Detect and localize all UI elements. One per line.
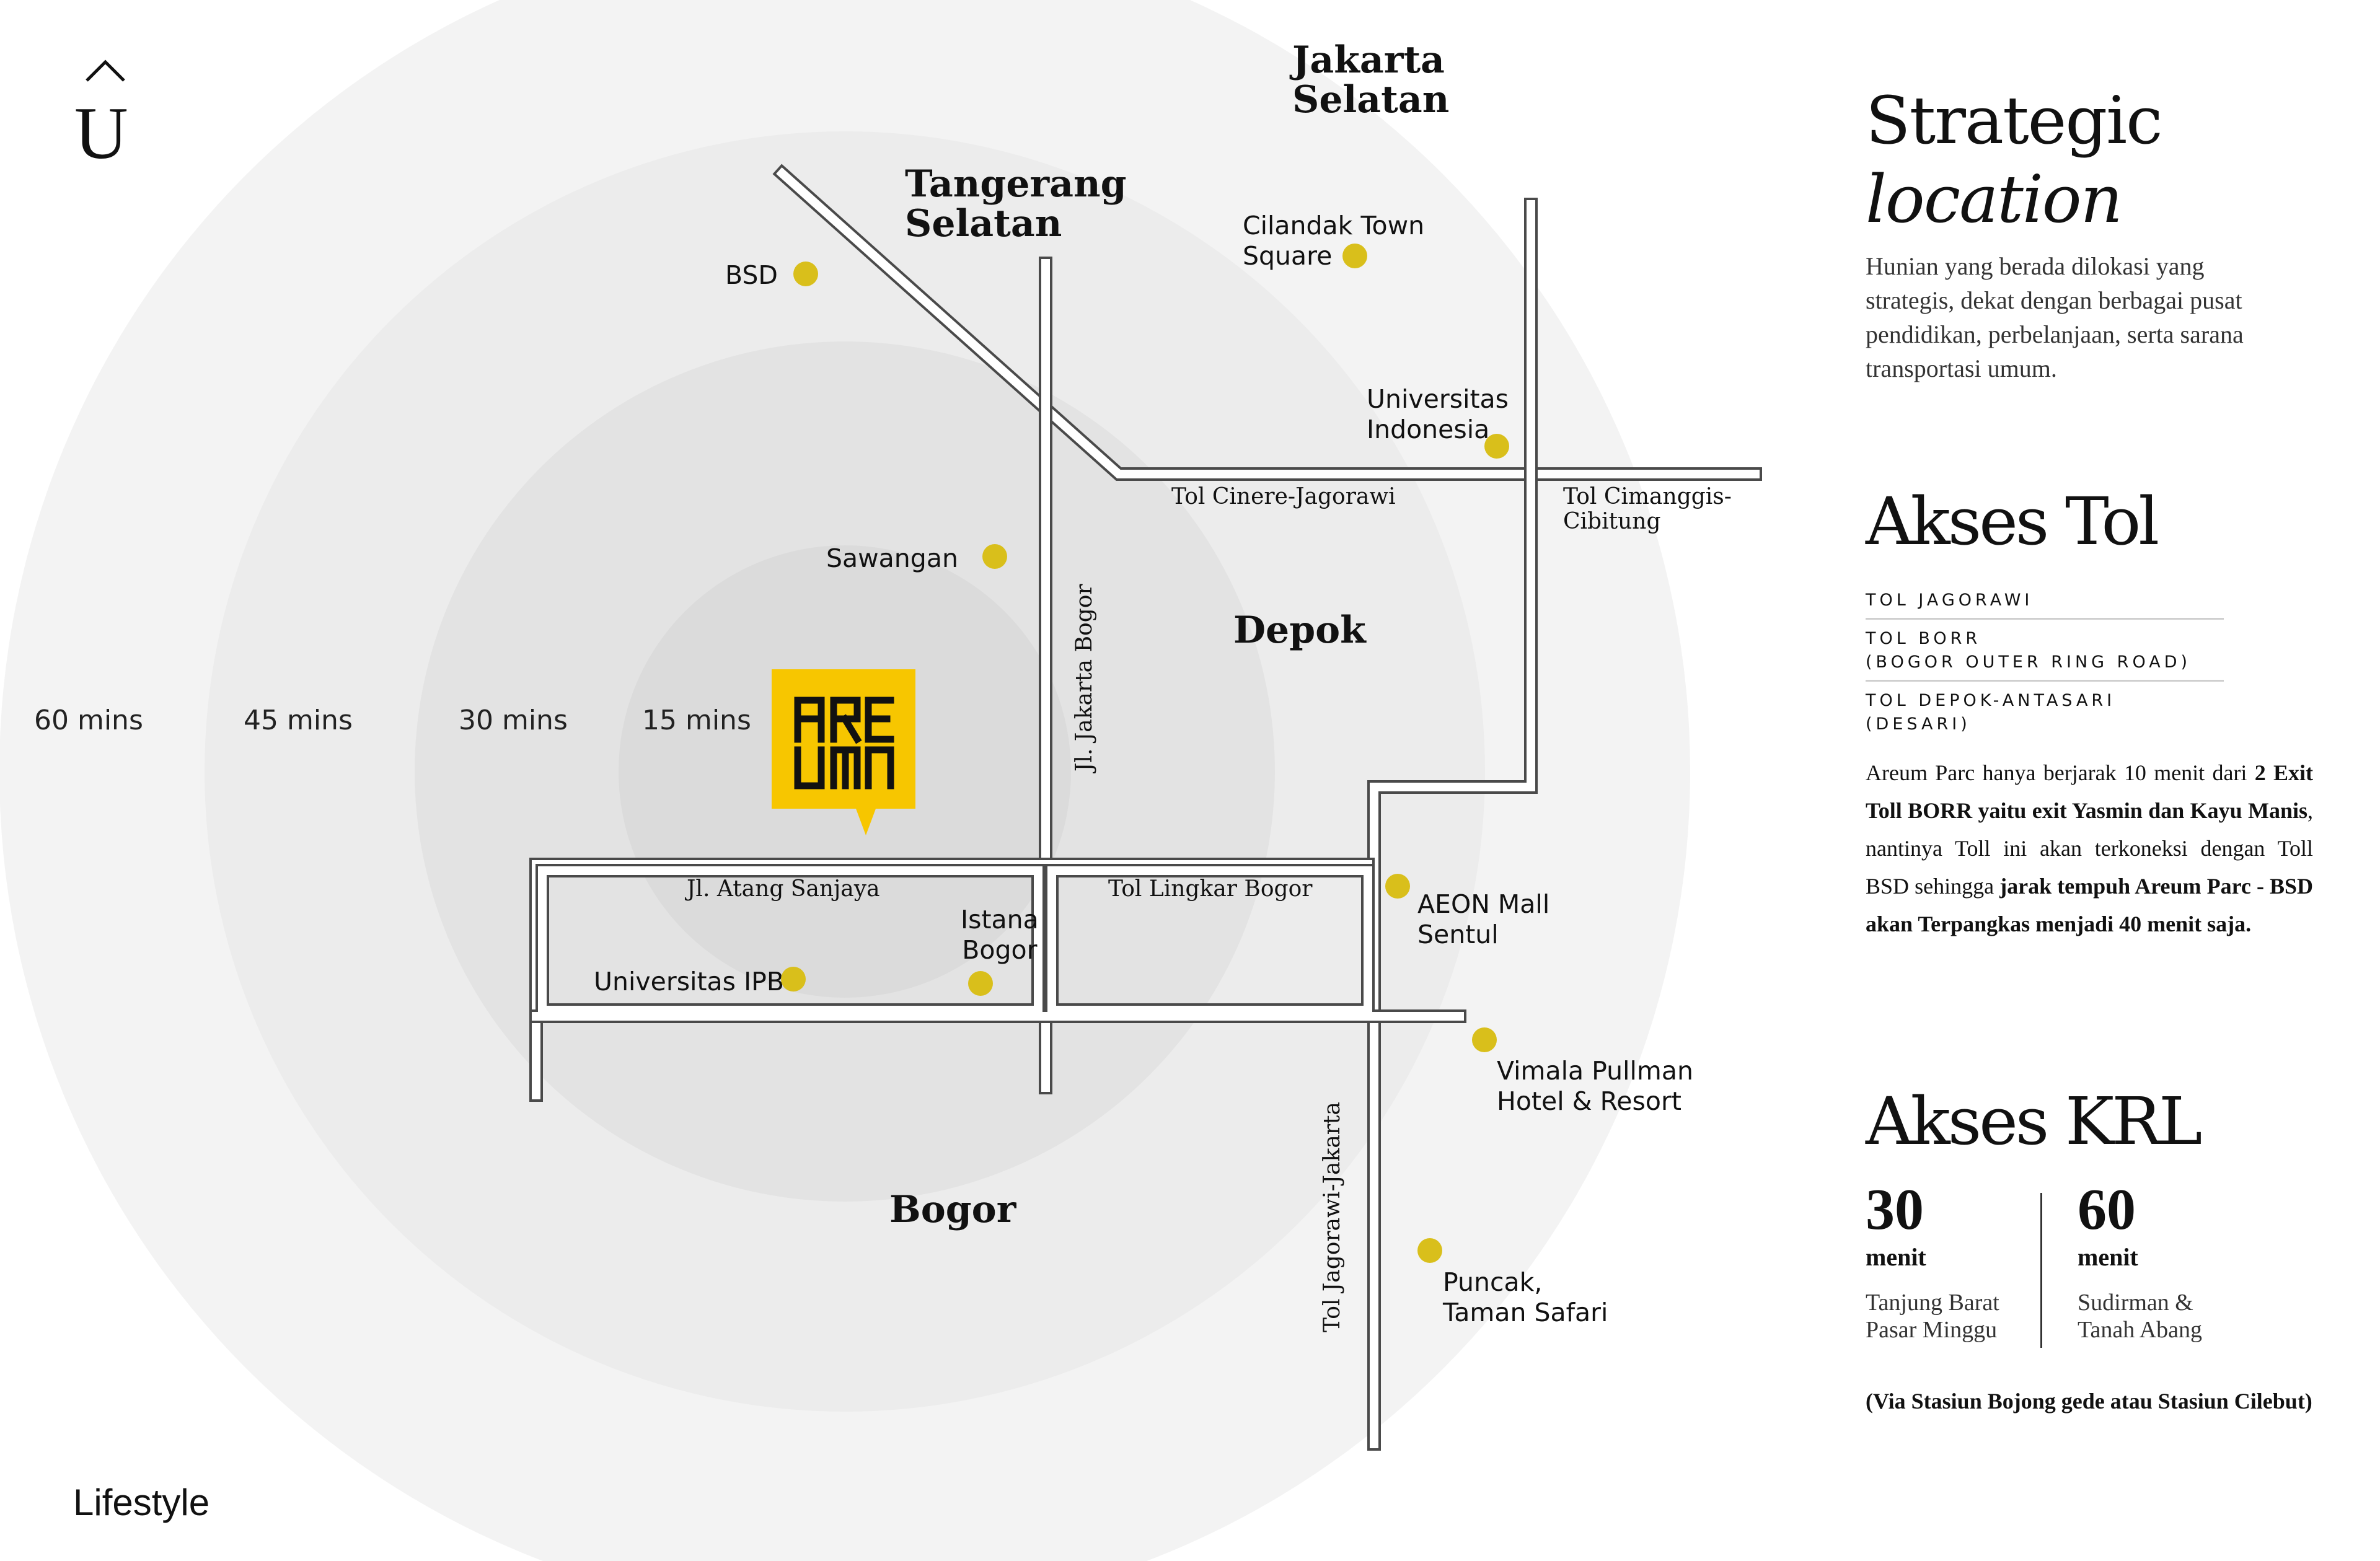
road-label-tol-lingkar: Tol Lingkar Bogor [1108,876,1313,902]
poi-puncak-label: Puncak, Taman Safari [1443,1267,1608,1327]
tol-desc-bold: jarak tempuh Areum Parc - BSD akan Terpa… [1866,874,2314,936]
road-label-tol-cinere: Tol Cinere-Jagorawi [1171,484,1396,509]
radius-label-30: 30 mins [459,705,568,736]
poi-ipb-label: Universitas IPB [594,967,785,996]
poi-aeon-dot[interactable] [1385,874,1410,899]
krl-minutes: 30 [1866,1177,1924,1242]
poi-sawangan-label: Sawangan [826,543,958,573]
krl-unit: menit [2078,1243,2138,1271]
tol-desc-text: Areum Parc hanya berjarak 10 menit dari [1866,760,2255,785]
areum-location-marker[interactable] [772,669,915,838]
radius-label-60: 60 mins [34,705,143,736]
akses-tol-title: Akses Tol [1866,483,2159,560]
krl-unit: menit [1866,1243,1926,1271]
tol-item-desari: TOL DEPOK-ANTASARI (DESARI) [1866,691,2116,734]
poi-bsd-dot[interactable] [793,262,818,286]
poi-vimala-dot[interactable] [1472,1027,1497,1052]
logo: U [74,53,136,177]
road-label-tol-jagorawi: Tol Jagorawi-Jakarta [1320,1102,1345,1332]
strategic-description: Hunian yang berada dilokasi yang strateg… [1866,252,2244,382]
akses-tol-description: Areum Parc hanya berjarak 10 menit dari … [1866,754,2313,943]
region-jakarta-selatan: Jakarta Selatan [1292,38,1450,121]
radius-label-15: 15 mins [642,705,751,736]
tol-desc-bold: 2 Exit Toll BORR yaitu exit Yasmin dan K… [1866,760,2313,823]
poi-aeon-label: AEON Mall Sentul [1417,889,1550,949]
krl-note: (Via Stasiun Bojong gede atau Stasiun Ci… [1866,1389,2312,1414]
krl-minutes: 60 [2078,1177,2136,1242]
tol-item-borr: TOL BORR (BOGOR OUTER RING ROAD) [1866,629,2192,672]
poi-puncak-dot[interactable] [1417,1238,1442,1263]
poi-ui-dot[interactable] [1484,434,1509,459]
krl-stations: Tanjung Barat Pasar Minggu [1866,1290,1999,1343]
road-label-tol-cimanggis: Tol Cimanggis- Cibitung [1563,484,1732,534]
tol-divider [1866,680,2224,682]
poi-ipb-dot[interactable] [781,967,806,992]
chevron-up-icon [86,59,125,82]
radius-label-45: 45 mins [244,705,353,736]
poi-vimala-label: Vimala Pullman Hotel & Resort [1497,1056,1693,1116]
road-tol-lingkar [529,864,1466,1023]
footer-lifestyle-label: Lifestyle [73,1482,210,1523]
poi-sawangan-dot[interactable] [982,544,1007,569]
krl-stations: Sudirman & Tanah Abang [2078,1290,2203,1343]
poi-cilandak-dot[interactable] [1342,244,1367,268]
krl-item-30: 30 menit Tanjung Barat Pasar Minggu [1866,1181,1999,1343]
region-bogor: Bogor [889,1188,1016,1231]
region-tangerang-selatan: Tangerang Selatan [905,162,1127,245]
poi-istana-label: Istana Bogor [961,905,1039,965]
poi-bsd-label: BSD [725,260,778,290]
akses-krl-title: Akses KRL [1866,1083,2202,1159]
tol-desc-text: , nantinya Toll ini akan terkoneksi deng… [1866,798,2313,899]
strategic-title-italic: location [1866,161,2123,237]
road-label-jl-atang: Jl. Atang Sanjaya [687,876,880,902]
areum-logo-icon [772,669,915,835]
krl-divider [2040,1193,2042,1348]
strategic-title: Strategic [1866,82,2163,159]
road-tol-cimanggis [1367,198,1538,1451]
road-tol-cinere [772,164,1762,481]
logo-letter: U [74,92,128,174]
tol-item-jagorawi: TOL JAGORAWI [1866,591,2034,610]
tol-divider [1866,618,2224,620]
region-depok: Depok [1233,609,1366,652]
road-label-jl-jakarta-bogor: Jl. Jakarta Bogor [1072,584,1097,772]
poi-istana-dot[interactable] [968,971,993,996]
krl-item-60: 60 menit Sudirman & Tanah Abang [2078,1181,2202,1343]
poi-ui-label: Universitas Indonesia [1367,384,1509,444]
poi-cilandak-label: Cilandak Town Square [1243,211,1425,271]
